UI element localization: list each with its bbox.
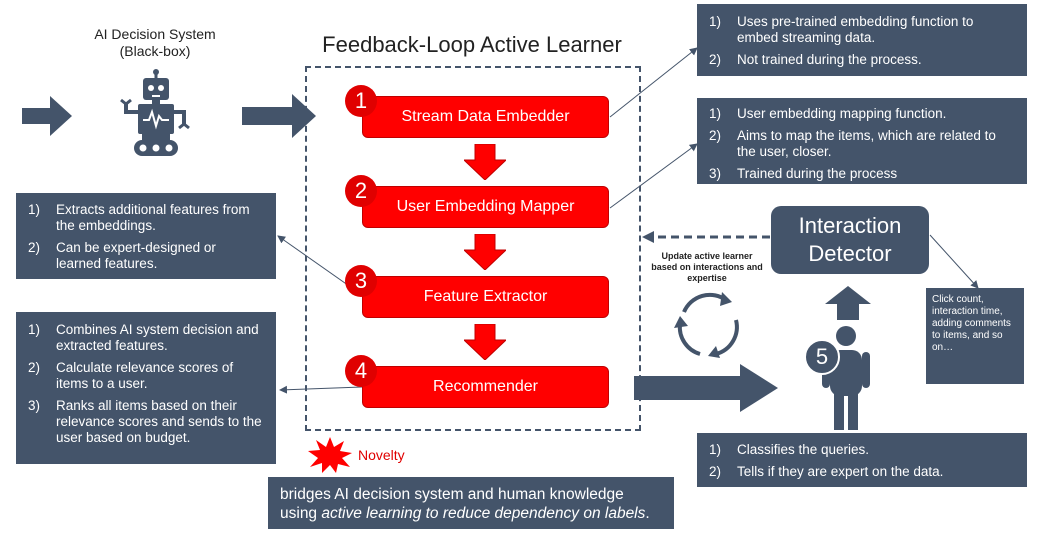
note-extractor: 1) Extracts additional features from the … <box>16 193 276 279</box>
note-mapper-item-text: User embedding mapping function. <box>737 106 947 121</box>
interaction-detector-line1: Interaction <box>798 213 902 238</box>
step-3-badge: 3 <box>345 265 377 297</box>
step-feature-extractor: Feature Extractor <box>362 276 609 318</box>
note-recommender-item-text: Ranks all items based on their relevance… <box>56 398 262 445</box>
user-number-badge: 5 <box>804 339 840 375</box>
system-to-learner-arrow <box>242 94 316 138</box>
note-mapper-item-number: 2) <box>709 128 722 143</box>
ai-system-title-line2: (Black-box) <box>119 43 191 59</box>
note-recommender-item: 2) Calculate relevance scores of items to… <box>28 360 264 392</box>
note-embedder-item-number: 2) <box>709 52 722 67</box>
note-mapper-item-text: Trained during the process <box>737 166 898 181</box>
update-arrow-head <box>642 231 654 243</box>
note-mapper-item: 3) Trained during the process <box>709 166 1015 182</box>
step-stream-data-embedder: Stream Data Embedder <box>362 96 609 138</box>
update-label-line1: Update active learner <box>661 251 753 261</box>
up-arrow-to-detector <box>825 286 871 320</box>
step-1-label: Stream Data Embedder <box>401 108 570 125</box>
step-4-label: Recommender <box>433 378 538 395</box>
note-user-item-text: Classifies the queries. <box>737 442 870 457</box>
note-extractor-item-number: 2) <box>28 240 41 255</box>
note-extractor-item-text: Extracts additional features from the em… <box>56 202 250 233</box>
note-mapper-item-text: Aims to map the items, which are related… <box>737 128 996 159</box>
note-extractor-item-number: 1) <box>28 202 41 217</box>
novelty-line2: using active learning to reduce dependen… <box>280 504 662 523</box>
learner-container <box>305 66 641 431</box>
note-user-item: 1) Classifies the queries. <box>709 442 1015 458</box>
novelty-line2-end: . <box>645 505 650 522</box>
note-user-item-number: 1) <box>709 442 722 457</box>
interaction-note-text: Click count, interaction time, adding co… <box>932 294 1011 353</box>
note-user-item: 2) Tells if they are expert on the data. <box>709 464 1015 480</box>
note-mapper-item: 2) Aims to map the items, which are relat… <box>709 128 1015 160</box>
update-label-line3: expertise <box>687 273 727 283</box>
note-embedder-item-text: Uses pre-trained embedding function to e… <box>737 14 974 45</box>
note-embedder-item-number: 1) <box>709 14 722 29</box>
note-extractor-item: 2) Can be expert-designed or learned feat… <box>28 240 264 272</box>
note-mapper-item-number: 1) <box>709 106 722 121</box>
note-embedder-item: 2) Not trained during the process. <box>709 52 1015 68</box>
note-mapper-item-number: 3) <box>709 166 722 181</box>
note-recommender-item-text: Calculate relevance scores of items to a… <box>56 360 234 391</box>
ai-system-title: AI Decision System (Black-box) <box>80 26 230 60</box>
connector-mapper-note <box>609 143 698 209</box>
step-2-badge: 2 <box>345 175 377 207</box>
note-recommender-item: 3) Ranks all items based on their relevan… <box>28 398 264 446</box>
note-recommender: 1) Combines AI system decision and extrac… <box>16 312 276 464</box>
note-embedder-item: 1) Uses pre-trained embedding function to… <box>709 14 1015 46</box>
down-arrow-3 <box>464 324 506 360</box>
note-recommender-item-number: 3) <box>28 398 41 413</box>
note-embedder-item-text: Not trained during the process. <box>737 52 922 67</box>
down-arrow-1 <box>464 144 506 180</box>
ai-system-title-line1: AI Decision System <box>94 26 216 42</box>
interaction-detector-box: Interaction Detector <box>771 206 929 274</box>
note-mapper-item: 1) User embedding mapping function. <box>709 106 1015 122</box>
note-recommender-item: 1) Combines AI system decision and extrac… <box>28 322 264 354</box>
learner-title: Feedback-Loop Active Learner <box>322 32 622 57</box>
cycle-icon <box>674 292 739 358</box>
note-mapper: 1) User embedding mapping function. 2) Aims… <box>697 98 1027 184</box>
connector-embedder-note <box>609 47 698 118</box>
novelty-line1: bridges AI decision system and human kno… <box>280 486 624 503</box>
update-label-line2: based on interactions and <box>651 262 763 272</box>
novelty-box: bridges AI decision system and human kno… <box>268 477 674 529</box>
note-extractor-item: 1) Extracts additional features from the … <box>28 202 264 234</box>
novelty-line2-italic: active learning to reduce dependency on … <box>321 505 646 522</box>
note-user-item-text: Tells if they are expert on the data. <box>737 464 944 479</box>
note-extractor-item-text: Can be expert-designed or learned featur… <box>56 240 216 271</box>
novelty-label: Novelty <box>358 447 405 463</box>
connector-recommender-note <box>279 385 363 394</box>
interaction-detector-line2: Detector <box>808 241 892 266</box>
connector-detector-note <box>929 234 979 289</box>
note-interaction: Click count, interaction time, adding co… <box>926 288 1024 384</box>
novelty-line2-plain: using <box>280 505 322 522</box>
step-2-label: User Embedding Mapper <box>396 198 575 215</box>
step-4-badge: 4 <box>345 355 377 387</box>
step-3-label: Feature Extractor <box>423 288 548 305</box>
note-embedder: 1) Uses pre-trained embedding function to… <box>697 4 1027 76</box>
step-user-embedding-mapper: User Embedding Mapper <box>362 186 609 228</box>
down-arrow-2 <box>464 234 506 270</box>
novelty-burst-icon <box>308 437 352 473</box>
note-user: 1) Classifies the queries. 2) Tells if they… <box>697 433 1027 487</box>
recommender-to-user-arrow <box>634 364 778 412</box>
note-recommender-item-number: 2) <box>28 360 41 375</box>
note-recommender-item-text: Combines AI system decision and extracte… <box>56 322 259 353</box>
step-recommender: Recommender <box>362 366 609 408</box>
robot-icon <box>120 69 190 156</box>
input-arrow <box>22 96 72 136</box>
update-label: Update active learner based on interacti… <box>636 251 778 284</box>
note-recommender-item-number: 1) <box>28 322 41 337</box>
step-1-badge: 1 <box>345 85 377 117</box>
note-user-item-number: 2) <box>709 464 722 479</box>
